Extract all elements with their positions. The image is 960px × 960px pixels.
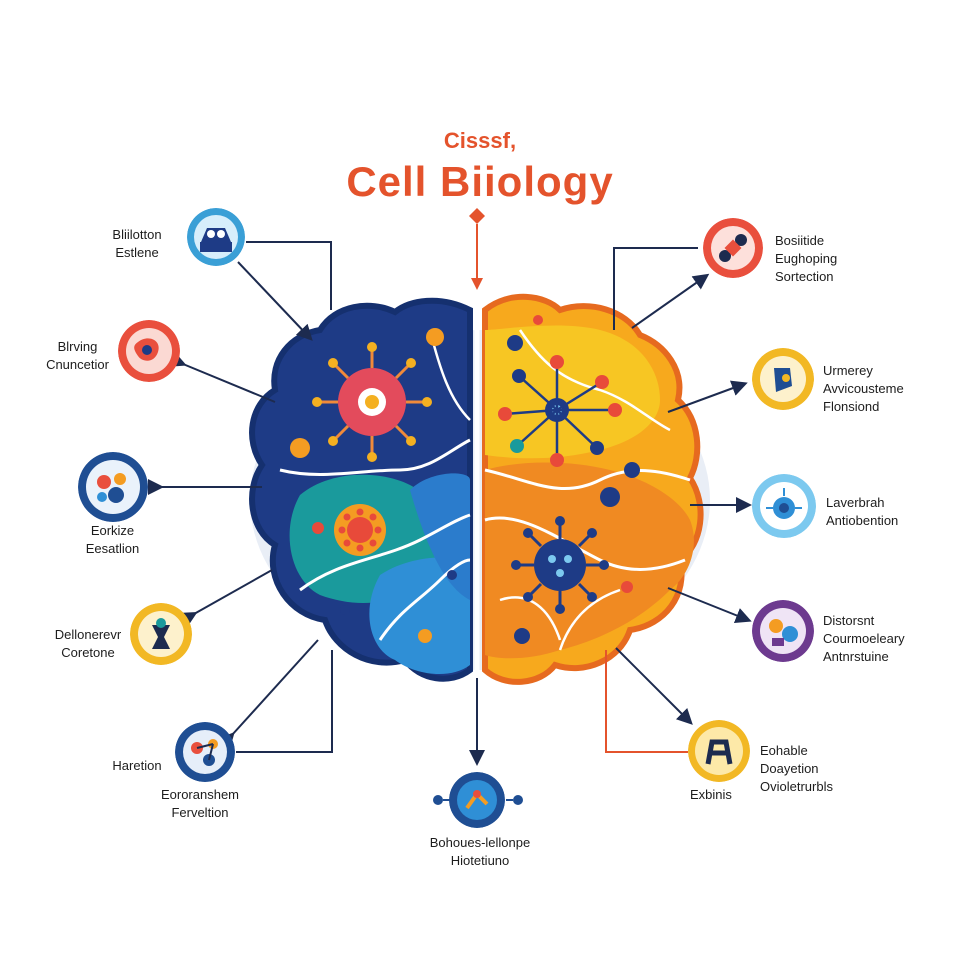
title-small: Cisssf, bbox=[443, 128, 517, 153]
red-cell-icon bbox=[118, 320, 180, 382]
lamp-icon bbox=[752, 348, 814, 410]
virus-orange-icon bbox=[334, 504, 386, 556]
molecule-icon bbox=[175, 722, 235, 782]
network-icon bbox=[449, 772, 505, 828]
vase-icon bbox=[130, 603, 192, 665]
chain-icon bbox=[703, 218, 763, 278]
virus-red-icon bbox=[312, 342, 432, 462]
virus-icon bbox=[752, 474, 816, 538]
network-icon-dots bbox=[433, 795, 523, 805]
title-main: Cell Biiology bbox=[346, 158, 614, 205]
network-node-icon bbox=[498, 355, 622, 467]
gear-cells-icon bbox=[752, 600, 814, 662]
node-label-5: Haretion bbox=[112, 758, 162, 773]
virus-blue-icon bbox=[511, 516, 609, 614]
left-hemisphere bbox=[249, 297, 473, 682]
top-diamond bbox=[469, 208, 485, 224]
node-label-11b: Exbinis bbox=[690, 787, 732, 802]
right-hemisphere bbox=[482, 293, 704, 685]
dna-link-icon bbox=[688, 720, 750, 782]
lab-flask-icon bbox=[187, 208, 245, 266]
cell-cluster-icon bbox=[78, 452, 148, 522]
